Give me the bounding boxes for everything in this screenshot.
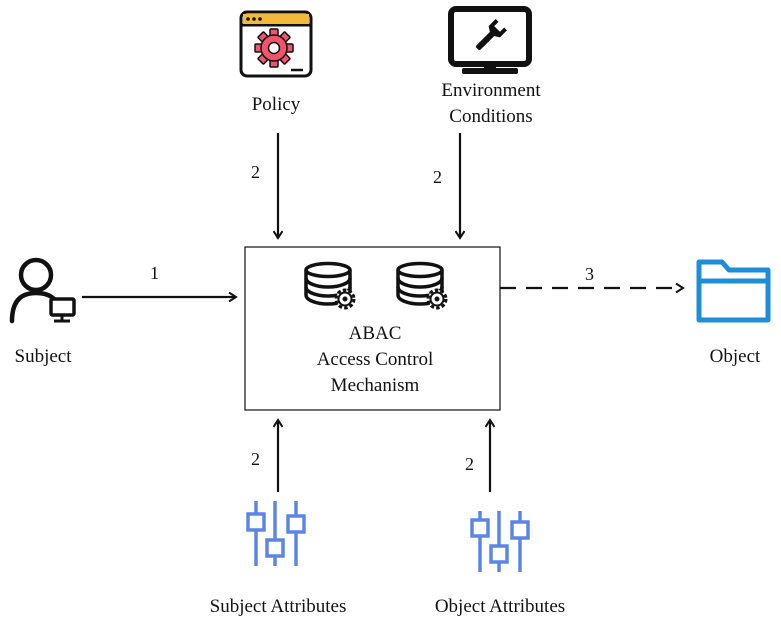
step-number: 2 xyxy=(465,454,474,474)
mechanism-title-line2: Access Control xyxy=(316,349,434,370)
monitor-wrench-icon xyxy=(448,6,532,74)
step-number: 2 xyxy=(251,162,260,182)
policy-label: Policy xyxy=(251,94,301,115)
object-attributes-label: Object Attributes xyxy=(434,596,566,617)
mechanism-title-line3: Mechanism xyxy=(330,375,420,396)
mechanism-box xyxy=(244,246,501,411)
step-number: 1 xyxy=(150,263,159,283)
user-computer-icon xyxy=(9,257,76,324)
environment-label-line1: Environment xyxy=(441,80,541,101)
subject-label: Subject xyxy=(14,346,72,367)
step-number: 3 xyxy=(585,264,594,284)
policy-settings-icon xyxy=(239,10,313,78)
environment-label-line2: Conditions xyxy=(449,106,533,127)
mechanism-title-line1: ABAC xyxy=(348,323,402,344)
database-gear-icon xyxy=(396,261,448,310)
step-number: 2 xyxy=(433,167,442,187)
database-gear-icon xyxy=(304,261,356,310)
subject-attributes-label: Subject Attributes xyxy=(209,596,347,617)
sliders-icon xyxy=(470,511,530,572)
step-number: 2 xyxy=(251,449,260,469)
folder-icon xyxy=(696,259,771,323)
sliders-icon xyxy=(246,501,306,566)
object-label: Object xyxy=(709,346,761,367)
